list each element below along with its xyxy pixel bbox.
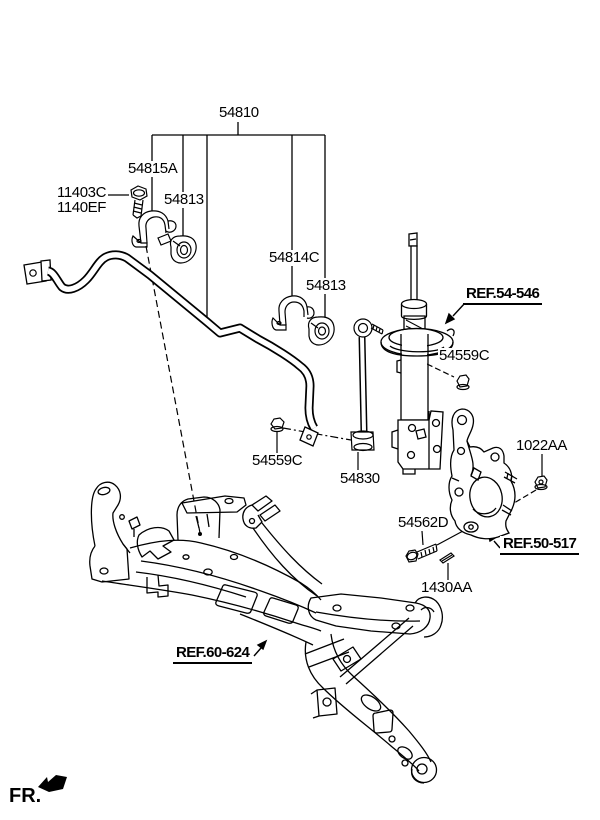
knuckle-drawing [448, 408, 518, 540]
part-label-1140ef: 1140EF [56, 199, 108, 216]
clamp-54814c-drawing [271, 295, 315, 331]
nut-54559c-left-drawing [270, 417, 285, 433]
part-label-54562d: 54562D [397, 514, 450, 531]
crossmember-drawing [89, 481, 443, 784]
nut-1022aa-drawing [534, 475, 548, 491]
part-label-1022aa: 1022AA [515, 437, 568, 454]
part-label-54813-right: 54813 [305, 277, 347, 294]
part-label-54810: 54810 [218, 104, 260, 121]
fr-arrow-icon [38, 775, 67, 792]
part-label-54813-left: 54813 [163, 191, 205, 208]
bushing-54813-right-drawing [307, 316, 335, 346]
nut-54559c-right-drawing [456, 374, 470, 391]
part-label-54815a: 54815A [127, 160, 179, 177]
bolt-54562d-drawing [405, 543, 438, 563]
stabilizer-bar-drawing [23, 250, 319, 447]
fr-direction-label: FR. [9, 785, 42, 807]
strut-drawing [380, 232, 455, 475]
part-label-1430aa: 1430AA [420, 579, 473, 596]
part-label-54559c-left: 54559C [251, 452, 304, 469]
pin-1430aa-drawing [439, 552, 455, 564]
bushing-54813-left-drawing [169, 235, 197, 264]
part-label-11403c: 11403C [56, 184, 108, 201]
bolt-11403c-drawing [130, 185, 148, 219]
part-label-54814c: 54814C [268, 249, 321, 266]
part-label-54559c-right: 54559C [438, 347, 491, 364]
part-label-54830: 54830 [339, 470, 381, 487]
ref-label-50-517: REF.50-517 [500, 536, 580, 555]
assembly-bracket-54810 [151, 122, 326, 318]
ref-label-54-546: REF.54-546 [463, 286, 543, 305]
stabilizer-link-54830-drawing [350, 318, 384, 452]
ref-label-60-624: REF.60-624 [173, 645, 253, 664]
bracket-clamp-54815a-drawing [131, 210, 177, 248]
